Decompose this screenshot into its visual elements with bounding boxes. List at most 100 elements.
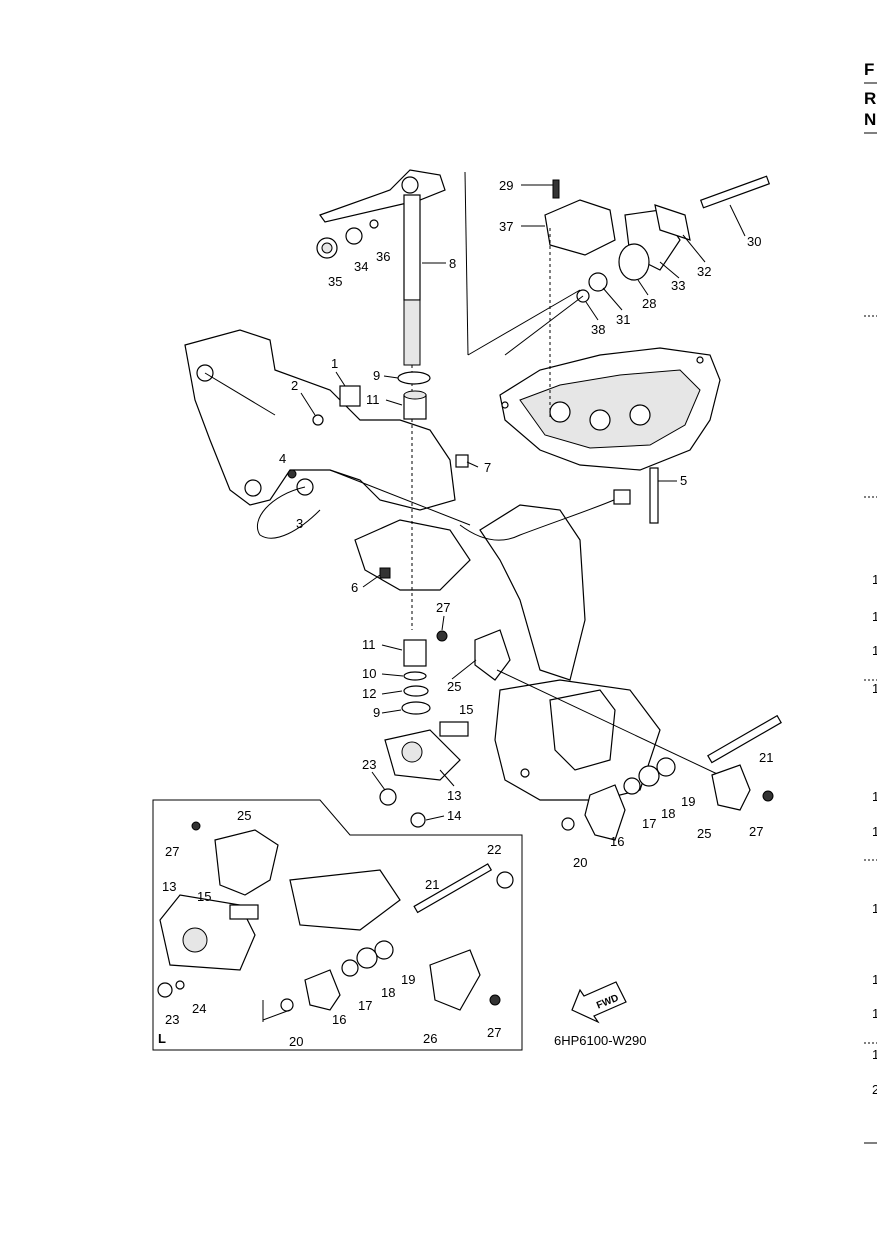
callout-labels: 1 2 3 4 5 6 7 8 9 9 10 11 11 12 13 14 15…	[162, 178, 773, 1049]
inset-callout-22: 22	[487, 842, 501, 857]
inset-callout-23: 23	[165, 1012, 179, 1027]
inset-washer-24	[175, 980, 185, 990]
fwd-arrow: FWD	[571, 981, 627, 1024]
nut-23	[379, 788, 397, 806]
inset-bolt-21	[413, 863, 493, 914]
inset-washer-18	[356, 947, 378, 969]
inset-callout-27-top: 27	[165, 844, 179, 859]
inset-collar-17	[341, 959, 359, 977]
callout-13: 13	[447, 788, 461, 803]
edge-letter-n: N	[864, 110, 876, 129]
edge-number: 1	[872, 572, 877, 587]
washer-18	[638, 765, 660, 787]
callout-36: 36	[376, 249, 390, 264]
clip-1	[339, 385, 361, 407]
mount-plate-32	[654, 204, 691, 241]
connector	[613, 489, 631, 505]
callout-9-lower: 9	[373, 705, 380, 720]
inset-detail-panel: L	[152, 799, 523, 1051]
inset-label: L	[158, 1031, 166, 1046]
inset-callout-19: 19	[401, 972, 415, 987]
inset-bolt-27b	[489, 994, 501, 1006]
plate-15	[439, 721, 469, 737]
inset-callout-27-bottom: 27	[487, 1025, 501, 1040]
edge-number: 1	[872, 789, 877, 804]
callout-2: 2	[291, 378, 298, 393]
callout-27-right: 27	[749, 824, 763, 839]
callout-15: 15	[459, 702, 473, 717]
callout-21: 21	[759, 750, 773, 765]
callout-31: 31	[616, 312, 630, 327]
callout-18: 18	[661, 806, 675, 821]
callout-8: 8	[449, 256, 456, 271]
callout-17: 17	[642, 816, 656, 831]
inset-callout-20: 20	[289, 1034, 303, 1049]
callout-25-left: 25	[447, 679, 461, 694]
callout-7: 7	[484, 460, 491, 475]
edge-number: 1	[872, 824, 877, 839]
inset-mount-cover-26	[429, 949, 481, 1011]
bolt-29	[552, 179, 560, 199]
mount-cover-25b	[711, 764, 751, 811]
inset-callout-15: 15	[197, 889, 211, 904]
collar-17	[623, 777, 641, 795]
steering-bracket-13	[384, 729, 461, 781]
nut-34	[345, 227, 363, 245]
circlip-14	[410, 812, 426, 828]
diagram-code: 6HP6100-W290	[554, 1033, 647, 1048]
inset-washer-19	[374, 940, 394, 960]
collar-20	[561, 817, 575, 831]
screw-4	[287, 469, 297, 479]
callout-16: 16	[610, 834, 624, 849]
nut-7	[455, 454, 469, 468]
inset-damper-16	[304, 969, 341, 1011]
callout-27-left: 27	[436, 600, 450, 615]
bolt-6	[379, 567, 391, 579]
upper-mount-37	[544, 199, 616, 256]
right-edge-cropped-text: F R N 1 1 1 1 1 1 1 1 1 1 2	[864, 60, 877, 1144]
damper-16	[584, 784, 626, 841]
edge-letter-r: R	[864, 89, 876, 108]
edge-number: 1	[872, 609, 877, 624]
inset-callout-18: 18	[381, 985, 395, 1000]
callout-19: 19	[681, 794, 695, 809]
bolt-30	[699, 175, 771, 209]
callout-28: 28	[642, 296, 656, 311]
edge-letter-f: F	[864, 60, 874, 79]
callout-4: 4	[279, 451, 286, 466]
upper-bushing-parts	[397, 371, 431, 420]
inset-mount-cover-25	[214, 829, 279, 896]
callout-11-upper: 11	[366, 392, 380, 407]
callout-33: 33	[671, 278, 685, 293]
callout-29: 29	[499, 178, 513, 193]
misc-small-parts	[204, 372, 659, 579]
callout-25-right: 25	[697, 826, 711, 841]
inset-callout-25: 25	[237, 808, 251, 823]
inset-bolt-27a	[191, 821, 201, 831]
nut-parts	[316, 219, 379, 259]
edge-number: 1	[872, 972, 877, 987]
inset-nut-22	[496, 871, 514, 889]
callout-37: 37	[499, 219, 513, 234]
edge-number: 1	[872, 1047, 877, 1062]
callout-9-upper: 9	[373, 368, 380, 383]
callout-35: 35	[328, 274, 342, 289]
callout-3: 3	[296, 516, 303, 531]
lower-steering-parts	[379, 639, 469, 828]
inset-callout-17: 17	[358, 998, 372, 1013]
lower-mount-parts	[436, 629, 782, 841]
bolt-27a	[436, 630, 448, 642]
callout-20: 20	[573, 855, 587, 870]
bolt-27b	[762, 790, 774, 802]
tie-5	[649, 467, 659, 524]
callout-14: 14	[447, 808, 461, 823]
inset-callout-24: 24	[192, 1001, 206, 1016]
inset-callout-21: 21	[425, 877, 439, 892]
callout-38: 38	[591, 322, 605, 337]
callout-23: 23	[362, 757, 376, 772]
upper-mount-parts	[504, 175, 771, 420]
damper-28	[618, 243, 650, 281]
callout-32: 32	[697, 264, 711, 279]
inset-callout-16: 16	[332, 1012, 346, 1027]
